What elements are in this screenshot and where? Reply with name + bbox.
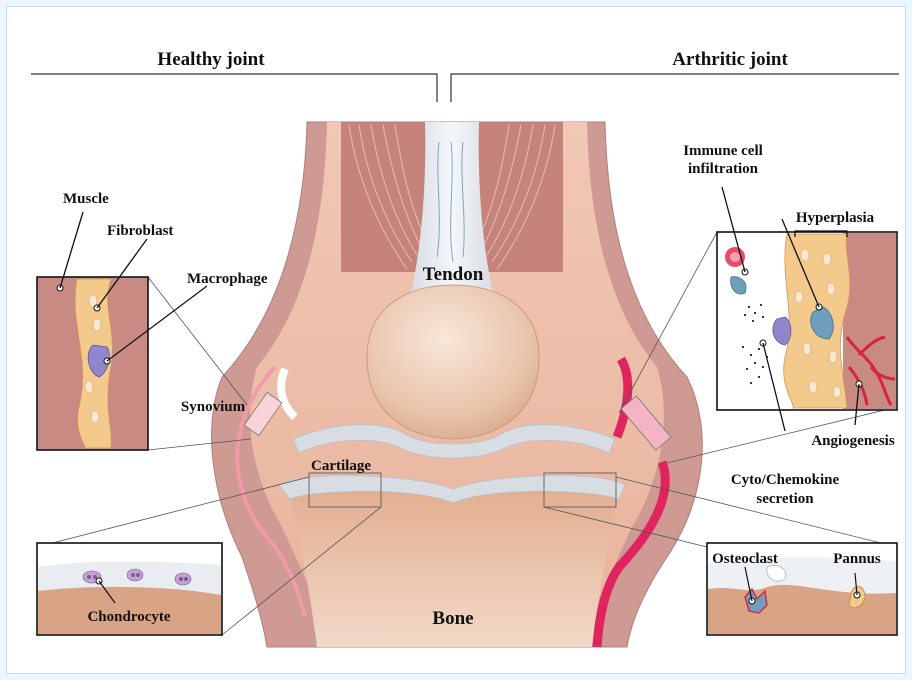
immune-infiltration-label-line1: Immune cell [683, 143, 763, 159]
fibroblast-label: Fibroblast [107, 223, 173, 239]
muscle-label: Muscle [63, 191, 109, 207]
arthritic-joint-header: Arthritic joint [672, 49, 788, 70]
synovium-label: Synovium [181, 399, 246, 415]
osteoclast-label: Osteoclast [712, 551, 778, 567]
upper-bone-head [367, 285, 539, 439]
hyperplasia-label: Hyperplasia [796, 210, 875, 226]
bone-label: Bone [432, 608, 473, 629]
cytokine-secretion-label-line2: secretion [756, 491, 814, 507]
chondrocyte-label: Chondrocyte [87, 609, 170, 625]
cytokine-secretion-label-line1: Cyto/Chemokine [731, 472, 840, 488]
arthritic-synovium-inset [717, 232, 897, 410]
cartilage-label: Cartilage [311, 458, 371, 474]
header-divider [31, 74, 899, 102]
immune-infiltration-label-line2: infiltration [688, 161, 759, 177]
joint-diagram: Healthy joint Arthritic joint Tendon Bon… [7, 7, 905, 673]
diagram-canvas: Healthy joint Arthritic joint Tendon Bon… [6, 6, 906, 674]
healthy-synovium-inset [37, 277, 148, 450]
pannus-label: Pannus [833, 551, 881, 567]
healthy-joint-header: Healthy joint [157, 49, 265, 70]
angiogenesis-label: Angiogenesis [811, 433, 895, 449]
tendon-label: Tendon [423, 264, 484, 285]
macrophage-label: Macrophage [187, 271, 268, 287]
